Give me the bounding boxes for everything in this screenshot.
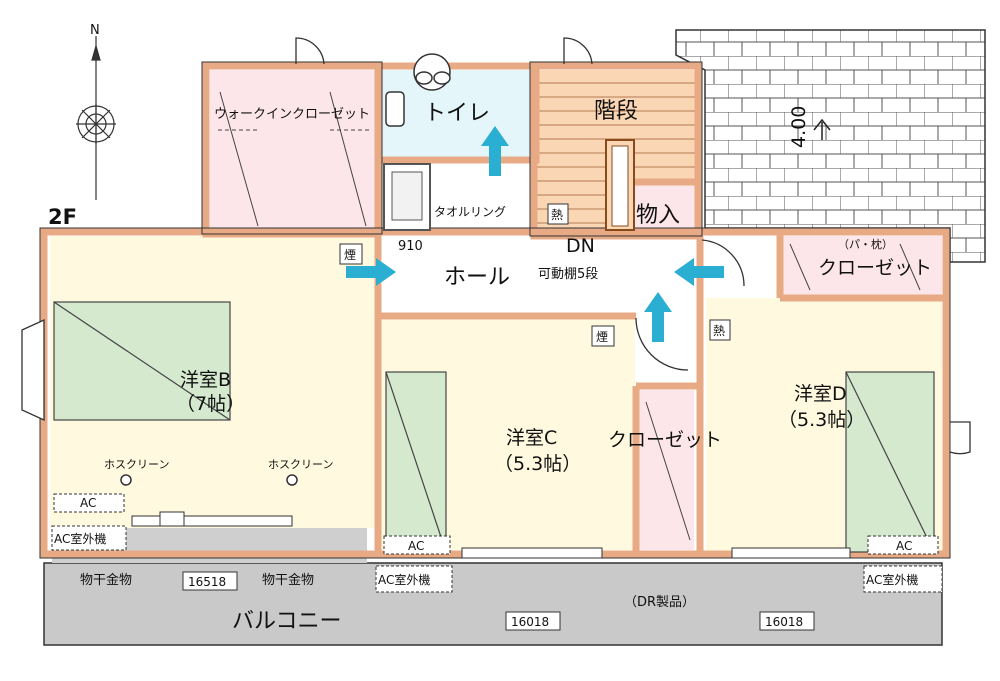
closet-c-label: クローゼット [608,429,722,451]
window-number: 16518 [188,575,226,589]
ac-label: AC [408,539,424,553]
dn-label: DN [566,235,595,257]
beds [53,301,935,553]
window-number: 16018 [765,615,803,629]
heat-detector-icon [547,203,569,225]
dim-910-label: 910 [398,239,423,254]
heat-label: 熱 [551,208,563,222]
heat-label: 熱 [713,324,725,338]
compass-n-label: N [90,23,100,38]
vent-arrows [346,126,724,342]
ac-label: AC [80,496,96,510]
hos-screen-icon [286,474,298,486]
smoke-label: 煙 [344,248,356,262]
ac-label: AC [896,539,912,553]
ac-unit-b [53,493,125,513]
compass-icon [76,36,116,200]
hos-screen-label: ホスクリーン [268,458,333,471]
ac-outdoor-label: AC室外機 [54,531,106,546]
doors [21,37,971,455]
heat-detector-icon [709,319,731,341]
toilet-fixture [385,53,451,127]
ac-unit-d [867,535,939,555]
ac-outdoor-b [51,525,127,551]
vent-arrow-icon [644,292,672,342]
ac-unit-c [383,535,451,555]
laundry-hardware-label: 物干金物 [262,572,314,588]
ac-outdoor-label: AC室外機 [378,572,430,587]
closet-hangers [218,91,921,541]
wash-basin [391,171,423,221]
hall-label: ホール [444,265,510,290]
vent-arrow-icon [481,126,509,176]
room-d-size: （5.3帖） [778,409,865,431]
laundry-hardware-label: 物干金物 [80,572,132,588]
hos-screen-markers [120,474,298,486]
smoke-detector-icon [591,325,615,347]
room-b-name: 洋室B [180,369,231,391]
hos-screen-icon [120,474,132,486]
stairs-label: 階段 [594,99,638,124]
vent-arrow-icon [674,258,724,286]
towel-ring-label: タオルリング [434,205,506,219]
vent-arrow-icon [346,258,396,286]
toilet-label: トイレ [424,101,490,126]
roof-area: 4.00 [675,29,986,263]
sensor-marks [339,203,731,347]
roof-slope-label: 4.00 [788,106,810,148]
storage-label: 物入 [636,203,680,228]
hos-screen-label: ホスクリーン [104,458,169,471]
balcony-label: バルコニー [232,609,342,634]
walk-in-closet [210,70,376,230]
window-number: 16018 [511,615,549,629]
closet-d-label: クローゼット [818,257,932,279]
room-d-name: 洋室D [794,383,847,405]
slope-arrow-icon [813,118,831,140]
ac-outdoor-d [863,565,943,593]
pillow-label: （パ・枕） [838,237,893,251]
walk-in-closet-label: ウォークインクローゼット [214,107,370,122]
ac-units [51,493,943,593]
room-b-size: （7帖） [176,393,245,415]
ac-outdoor-label: AC室外機 [866,572,918,587]
room-c-size: （5.3帖） [494,453,581,475]
balcony-area [43,562,943,646]
shelf-label: 可動棚5段 [538,267,598,282]
dr-product-label: （DR製品） [624,595,695,610]
smoke-label: 煙 [596,330,608,344]
floor-label: 2F [48,205,77,229]
room-c-name: 洋室C [506,427,557,449]
window-number-boxes [182,571,815,631]
windows [131,511,851,559]
ac-outdoor-c [375,565,453,593]
smoke-detector-icon [339,243,363,265]
stair-handrail [611,145,629,227]
